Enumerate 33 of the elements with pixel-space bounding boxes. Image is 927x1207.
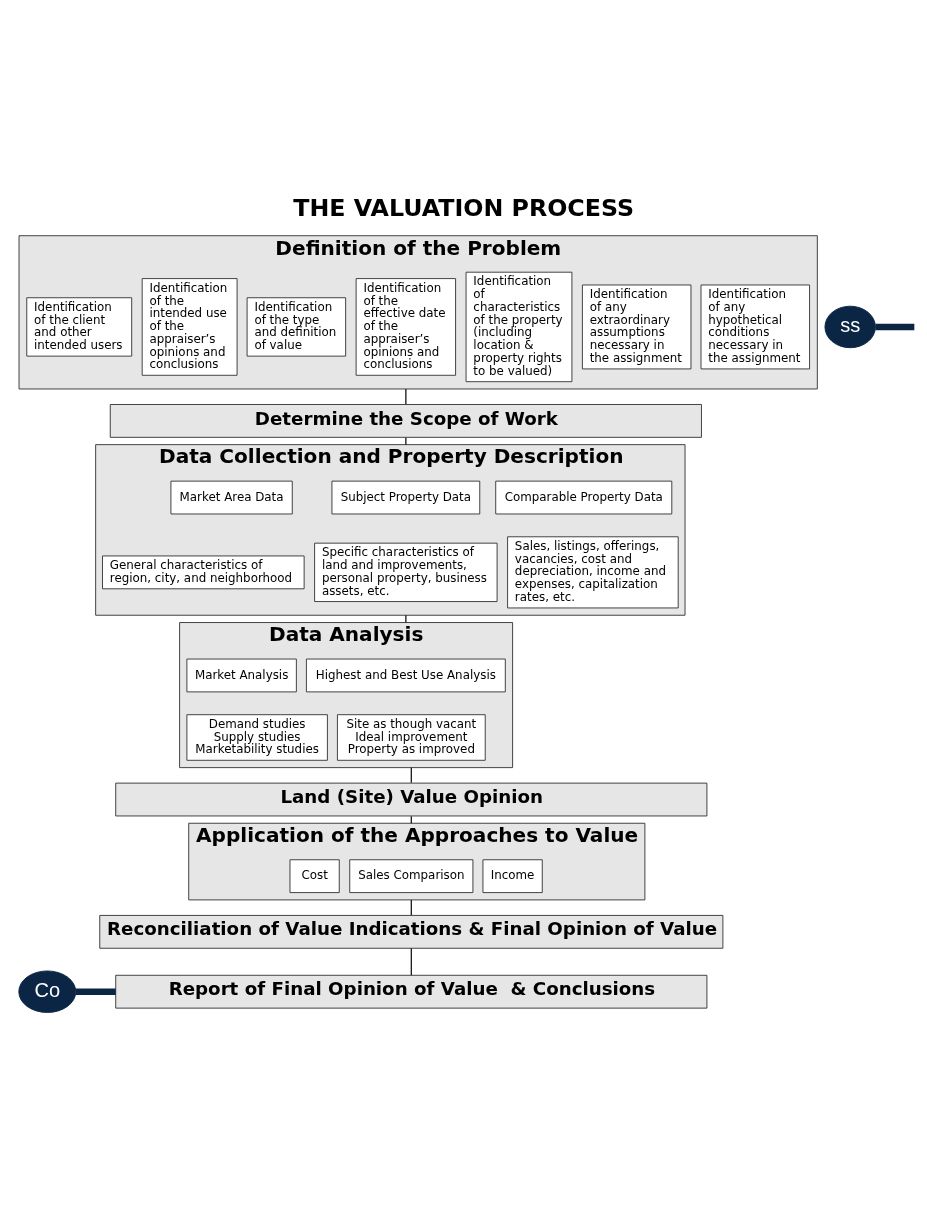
node-box: Comparable Property Data	[495, 480, 673, 515]
node-box: Sales, listings, offerings, vacancies, cost and depreciation, income and expenses, capitalization rates, etc.	[507, 536, 679, 609]
node-box: Identification of the client and other intended users	[26, 297, 133, 357]
node-box: Highest and Best Use Analysis	[305, 658, 506, 693]
connector	[405, 388, 407, 405]
connector	[405, 437, 407, 446]
node-box: Income	[482, 859, 543, 894]
connector	[875, 323, 915, 331]
node-box: Reconciliation of Value Indications & Final Opinion of Value	[99, 914, 724, 949]
node-box: Identification of the effective date of the appraiser’s opinions and conclusions	[355, 278, 457, 376]
node-ellipse: ss	[824, 305, 876, 349]
node-box: Cost	[289, 859, 340, 894]
node-box: Identification of the intended use of the appraiser’s opinions and conclusions	[141, 278, 238, 376]
node-box: Subject Property Data	[331, 480, 481, 515]
connector	[75, 988, 116, 995]
node-box: Specific characteristics of land and improvements, personal property, business assets, etc.	[314, 542, 498, 602]
connector	[410, 947, 412, 976]
node-box: Site as though vacant Ideal improvement Property as improved	[336, 714, 486, 761]
node-ellipse: Co	[18, 970, 77, 1013]
node-box: General characteristics of region, city, and neighborhood	[102, 555, 305, 590]
node-box: Report of Final Opinion of Value & Conclusions	[115, 974, 708, 1009]
node-box: Market Area Data	[170, 480, 293, 515]
node-box: Sales Comparison	[349, 859, 474, 894]
node-box: Market Analysis	[186, 658, 297, 693]
node-box: Identification of the type and definition of value	[246, 297, 347, 357]
node-box: Land (Site) Value Opinion	[115, 782, 708, 817]
node-box: Demand studies Supply studies Marketability studies	[186, 714, 328, 761]
connector	[405, 614, 407, 624]
node-box: Identification of any hypothetical conditions necessary in the assignment	[700, 284, 811, 370]
diagram-title: THE VALUATION PROCESS	[293, 194, 635, 223]
node-box: Identification of characteristics of the property (including location & property rights to be valued)	[465, 271, 573, 383]
node-box: Determine the Scope of Work	[109, 404, 702, 438]
node-box: Identification of any extraordinary assumptions necessary in the assignment	[581, 284, 692, 370]
